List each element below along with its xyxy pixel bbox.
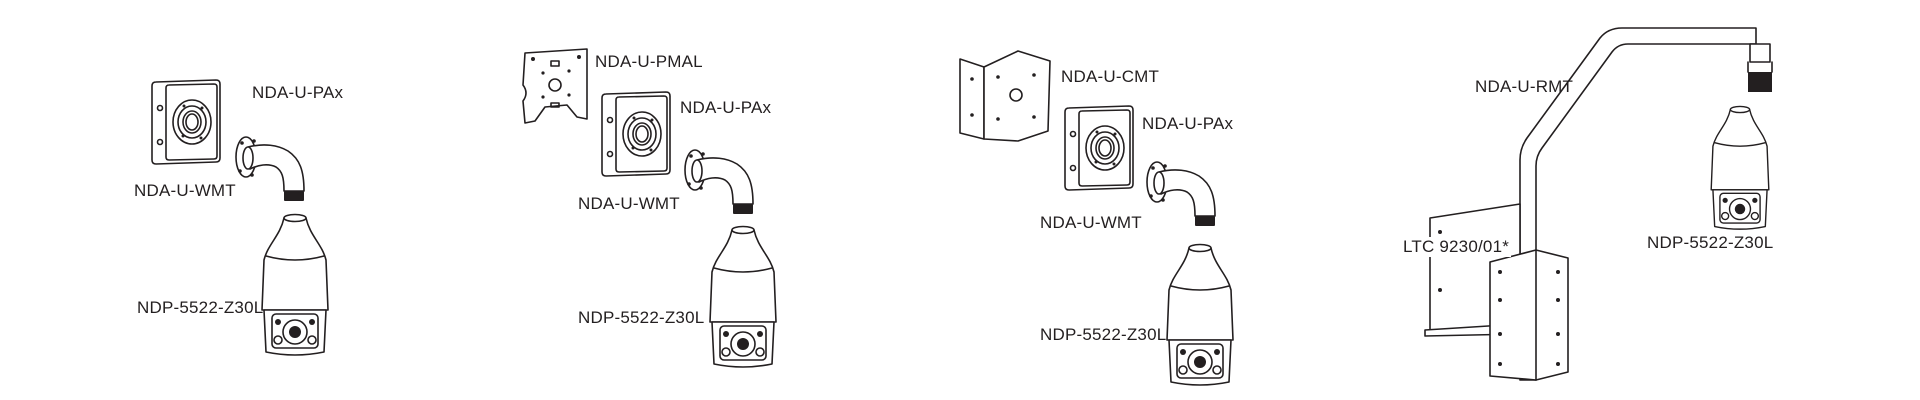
camera-label: NDP-5522-Z30L: [137, 298, 264, 317]
wall-housing-drawing: [601, 91, 671, 177]
adapter-label: LTC 9230/01*: [1403, 237, 1512, 257]
housing-label: NDA-U-WMT: [134, 181, 236, 200]
corner-mount-plate-drawing: [959, 50, 1051, 142]
arm-label: NDA-U-PAx: [680, 98, 772, 117]
arm-label: NDA-U-PAx: [252, 83, 344, 102]
camera-label: NDP-5522-Z30L: [1647, 233, 1774, 252]
camera-label: NDP-5522-Z30L: [578, 308, 705, 327]
ptz-camera-drawing: [709, 225, 777, 368]
pendant-arm-drawing: [1146, 161, 1216, 227]
pole-mount-plate-drawing: [522, 48, 588, 124]
mount-label: NDA-U-RMT: [1475, 77, 1574, 96]
wall-housing-drawing: [151, 79, 221, 165]
ptz-camera-drawing: [1710, 105, 1770, 230]
pendant-arm-drawing: [235, 136, 305, 202]
housing-label: NDA-U-WMT: [578, 194, 680, 213]
parapet-adapter-drawing: [1424, 203, 1569, 381]
plate-label: NDA-U-CMT: [1061, 67, 1160, 86]
ptz-camera-drawing: [1166, 243, 1234, 386]
arm-label: NDA-U-PAx: [1142, 114, 1234, 133]
wall-housing-drawing: [1064, 105, 1134, 191]
housing-label: NDA-U-WMT: [1040, 213, 1142, 232]
roof-mount-drawing: [1519, 27, 1773, 381]
plate-label: NDA-U-PMAL: [595, 52, 703, 71]
config-4: [1424, 27, 1773, 381]
camera-label: NDP-5522-Z30L: [1040, 325, 1167, 344]
ptz-camera-drawing: [261, 213, 329, 356]
pendant-arm-drawing: [684, 149, 754, 215]
